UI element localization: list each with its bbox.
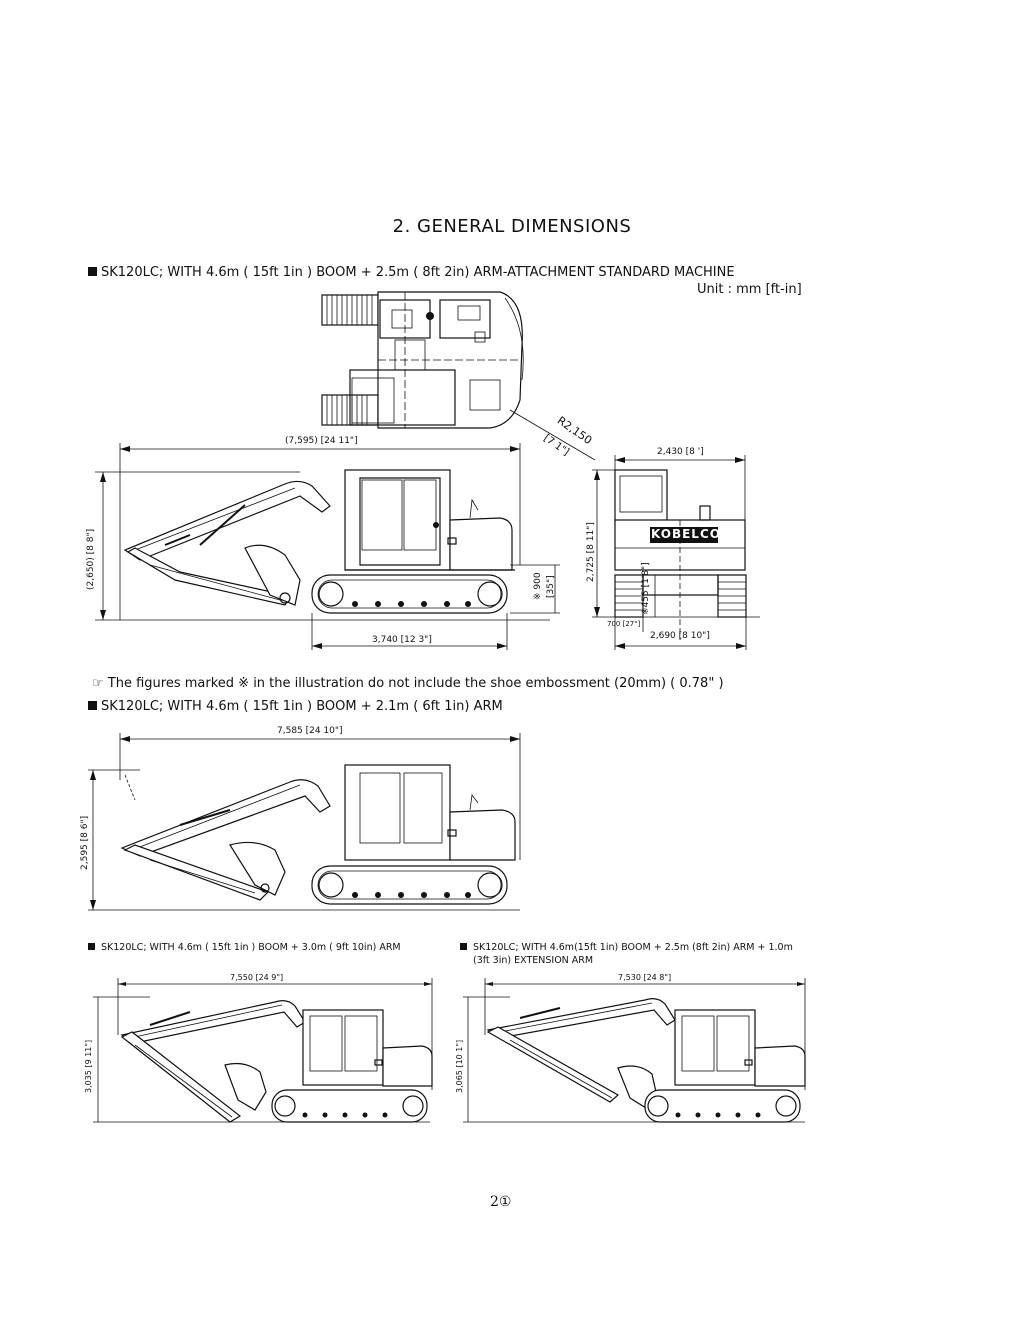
section-heading-text: SK120LC; WITH 4.6m ( 15ft 1in ) BOOM + 2…	[101, 265, 735, 280]
overall-length-short-arm: 7,585 [24 10"]	[277, 726, 343, 736]
section-heading-long-arm: SK120LC; WITH 4.6m ( 15ft 1in ) BOOM + 3…	[88, 942, 401, 953]
kobelco-logo: KOBELCO	[651, 527, 721, 541]
page-number: 2①	[490, 1194, 512, 1210]
shoe-width-label: 700 [27"]	[607, 620, 641, 628]
track-width-label: 2,690 [8 10"]	[650, 631, 710, 641]
section-heading-standard: SK120LC; WITH 4.6m ( 15ft 1in ) BOOM + 2…	[88, 265, 735, 280]
bullet-icon	[88, 943, 95, 950]
section-heading-text: SK120LC; WITH 4.6m ( 15ft 1in ) BOOM + 2…	[101, 699, 503, 714]
overall-length-standard: (7,595) [24 11"]	[285, 436, 358, 446]
overall-length-extension-arm: 7,530 [24 8"]	[618, 973, 672, 982]
note-line: ☞ The figures marked ※ in the illustrati…	[92, 676, 724, 691]
height-extension-arm: 3,065 [10 1"]	[455, 1039, 464, 1093]
section-heading-text: SK120LC; WITH 4.6m ( 15ft 1in ) BOOM + 3…	[101, 942, 401, 953]
track-length-label: 3,740 [12 3"]	[372, 635, 432, 645]
bullet-icon	[88, 267, 97, 276]
section-heading-text: SK120LC; WITH 4.6m(15ft 1in) BOOM + 2.5m…	[473, 942, 793, 953]
note-text: The figures marked ※ in the illustration…	[107, 676, 724, 691]
bullet-icon	[460, 943, 467, 950]
overall-length-long-arm: 7,550 [24 9"]	[230, 973, 284, 982]
bullet-icon	[88, 701, 97, 710]
section-heading-short-arm: SK120LC; WITH 4.6m ( 15ft 1in ) BOOM + 2…	[88, 699, 503, 714]
section-heading-extension-arm: SK120LC; WITH 4.6m(15ft 1in) BOOM + 2.5m…	[460, 942, 793, 953]
pointing-hand-icon: ☞	[92, 676, 104, 691]
width-top-label: 2,430 [8 ']	[657, 447, 704, 457]
page-title: 2. GENERAL DIMENSIONS	[392, 216, 632, 237]
section-heading-extension-arm-line2: (3ft 3in) EXTENSION ARM	[473, 955, 594, 966]
unit-label: Unit : mm [ft-in]	[697, 282, 802, 297]
